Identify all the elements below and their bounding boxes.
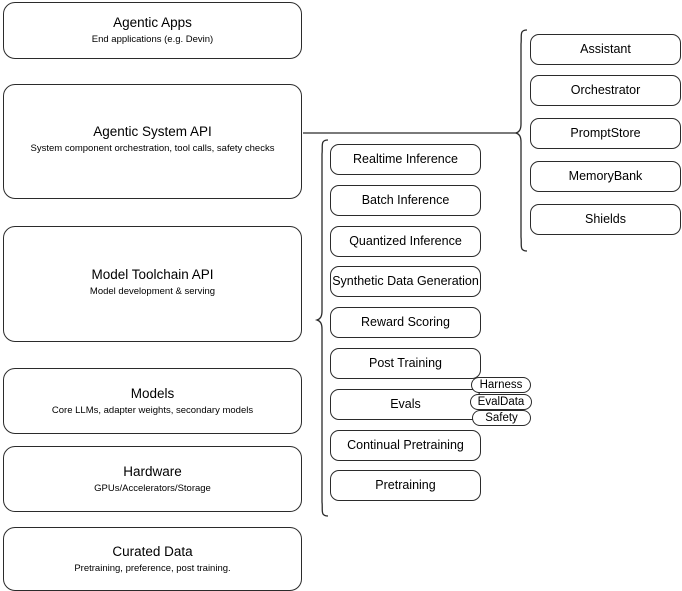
toolchain-item-post-training[interactable]: Post Training [330,348,481,379]
stack-box-hardware[interactable]: Hardware GPUs/Accelerators/Storage [3,446,302,512]
stack-box-subtitle: Pretraining, preference, post training. [74,562,231,574]
toolchain-item-label: Post Training [369,356,442,370]
right-column-brace [513,29,528,252]
toolchain-item-label: Continual Pretraining [347,438,464,452]
toolchain-item-synthetic-data-generation[interactable]: Synthetic Data Generation [330,266,481,297]
toolchain-item-pretraining[interactable]: Pretraining [330,470,481,501]
agentic-component-label: Assistant [580,42,631,56]
toolchain-item-quantized-inference[interactable]: Quantized Inference [330,226,481,257]
toolchain-item-continual-pretraining[interactable]: Continual Pretraining [330,430,481,461]
toolchain-item-realtime-inference[interactable]: Realtime Inference [330,144,481,175]
stack-box-title: Hardware [123,463,182,479]
agentic-component-label: MemoryBank [568,169,643,183]
evals-badge-evaldata[interactable]: EvalData [470,394,532,410]
stack-box-model-toolchain-api[interactable]: Model Toolchain API Model development & … [3,226,302,342]
agentic-component-shields[interactable]: Shields [530,204,681,235]
stack-box-title: Agentic Apps [113,15,192,30]
agentic-component-assistant[interactable]: Assistant [530,34,681,65]
toolchain-item-evals[interactable]: Evals [330,389,481,420]
stack-box-subtitle: Core LLMs, adapter weights, secondary mo… [51,404,254,416]
stack-box-models[interactable]: Models Core LLMs, adapter weights, secon… [3,368,302,434]
stack-box-agentic-apps[interactable]: Agentic Apps End applications (e.g. Devi… [3,2,302,59]
stack-box-curated-data[interactable]: Curated Data Pretraining, preference, po… [3,527,302,591]
toolchain-item-label: Quantized Inference [349,234,462,248]
stack-box-title: Model Toolchain API [91,267,214,282]
toolchain-item-label: Realtime Inference [353,152,458,166]
toolchain-item-batch-inference[interactable]: Batch Inference [330,185,481,216]
toolchain-item-label: Synthetic Data Generation [332,274,479,288]
stack-box-subtitle: Model development & serving [89,286,216,297]
agentic-component-label: PromptStore [570,126,641,140]
stack-box-title: Agentic System API [93,124,212,139]
middle-column-brace [314,139,329,517]
evals-badge-safety[interactable]: Safety [472,410,531,426]
agentic-component-label: Orchestrator [570,83,641,97]
agentic-component-promptstore[interactable]: PromptStore [530,118,681,149]
stack-box-agentic-system-api[interactable]: Agentic System API System component orch… [3,84,302,199]
stack-box-subtitle: System component orchestration, tool cal… [30,143,275,154]
agentic-component-orchestrator[interactable]: Orchestrator [530,75,681,106]
toolchain-item-label: Evals [390,397,421,411]
toolchain-item-label: Reward Scoring [361,315,450,329]
stack-box-subtitle: End applications (e.g. Devin) [91,34,214,45]
toolchain-item-reward-scoring[interactable]: Reward Scoring [330,307,481,338]
stack-box-title: Curated Data [112,543,193,559]
stack-box-title: Models [130,385,175,401]
toolchain-item-label: Batch Inference [361,193,450,207]
stack-box-subtitle: GPUs/Accelerators/Storage [94,482,211,494]
evals-badge-harness[interactable]: Harness [471,377,531,393]
toolchain-item-label: Pretraining [375,478,436,492]
agentic-component-memorybank[interactable]: MemoryBank [530,161,681,192]
agentic-component-label: Shields [585,212,626,226]
